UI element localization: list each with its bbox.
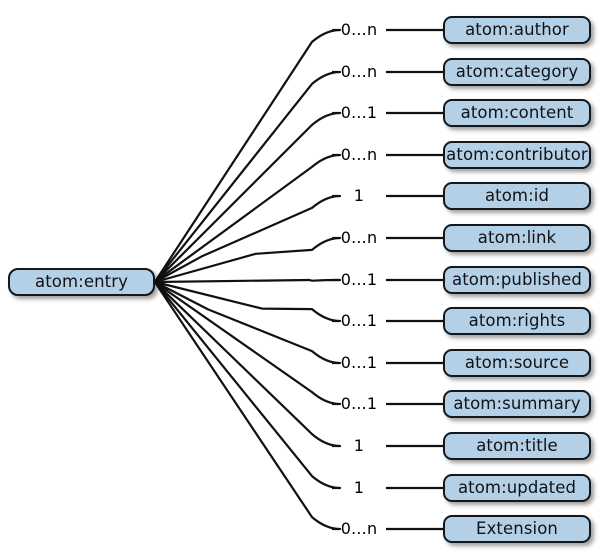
child-node-atom-source[interactable]: atom:source xyxy=(443,349,591,377)
child-node-atom-title[interactable]: atom:title xyxy=(443,432,591,460)
child-node-atom-id[interactable]: atom:id xyxy=(443,182,591,210)
child-node-extension[interactable]: Extension xyxy=(443,515,591,543)
cardinality-label-atom-rights: 0...1 xyxy=(340,311,378,330)
edge-atom-contributor xyxy=(153,153,342,284)
child-node-atom-summary[interactable]: atom:summary xyxy=(443,390,591,418)
edge-extension xyxy=(153,280,342,531)
edge-atom-updated xyxy=(153,280,342,490)
cardinality-label-atom-id: 1 xyxy=(353,186,365,205)
child-node-atom-contributor[interactable]: atom:contributor xyxy=(443,141,591,169)
cardinality-label-atom-category: 0...n xyxy=(340,62,378,81)
child-node-atom-category[interactable]: atom:category xyxy=(443,58,591,86)
child-node-atom-published[interactable]: atom:published xyxy=(443,266,591,294)
edge-atom-summary xyxy=(153,280,342,406)
cardinality-label-atom-author: 0...n xyxy=(340,20,378,39)
edge-atom-author xyxy=(153,28,342,284)
cardinality-label-atom-updated: 1 xyxy=(353,478,365,497)
child-node-atom-updated[interactable]: atom:updated xyxy=(443,474,591,502)
edge-atom-link xyxy=(153,236,342,284)
child-node-atom-content[interactable]: atom:content xyxy=(443,99,591,127)
child-node-atom-link[interactable]: atom:link xyxy=(443,224,591,252)
edge-atom-published xyxy=(153,278,342,284)
cardinality-label-atom-title: 1 xyxy=(353,436,365,455)
root-node-atom-entry[interactable]: atom:entry xyxy=(8,268,155,296)
edge-path-group xyxy=(153,28,342,531)
cardinality-label-atom-source: 0...1 xyxy=(340,353,378,372)
cardinality-label-atom-link: 0...n xyxy=(340,228,378,247)
child-node-atom-rights[interactable]: atom:rights xyxy=(443,307,591,335)
cardinality-label-atom-content: 0...1 xyxy=(340,103,378,122)
edge-stub-group xyxy=(332,28,444,531)
cardinality-label-atom-published: 0...1 xyxy=(340,270,378,289)
child-node-atom-author[interactable]: atom:author xyxy=(443,16,591,44)
cardinality-label-atom-summary: 0...1 xyxy=(340,394,378,413)
cardinality-label-extension: 0...n xyxy=(340,519,378,538)
cardinality-label-atom-contributor: 0...n xyxy=(340,145,378,164)
